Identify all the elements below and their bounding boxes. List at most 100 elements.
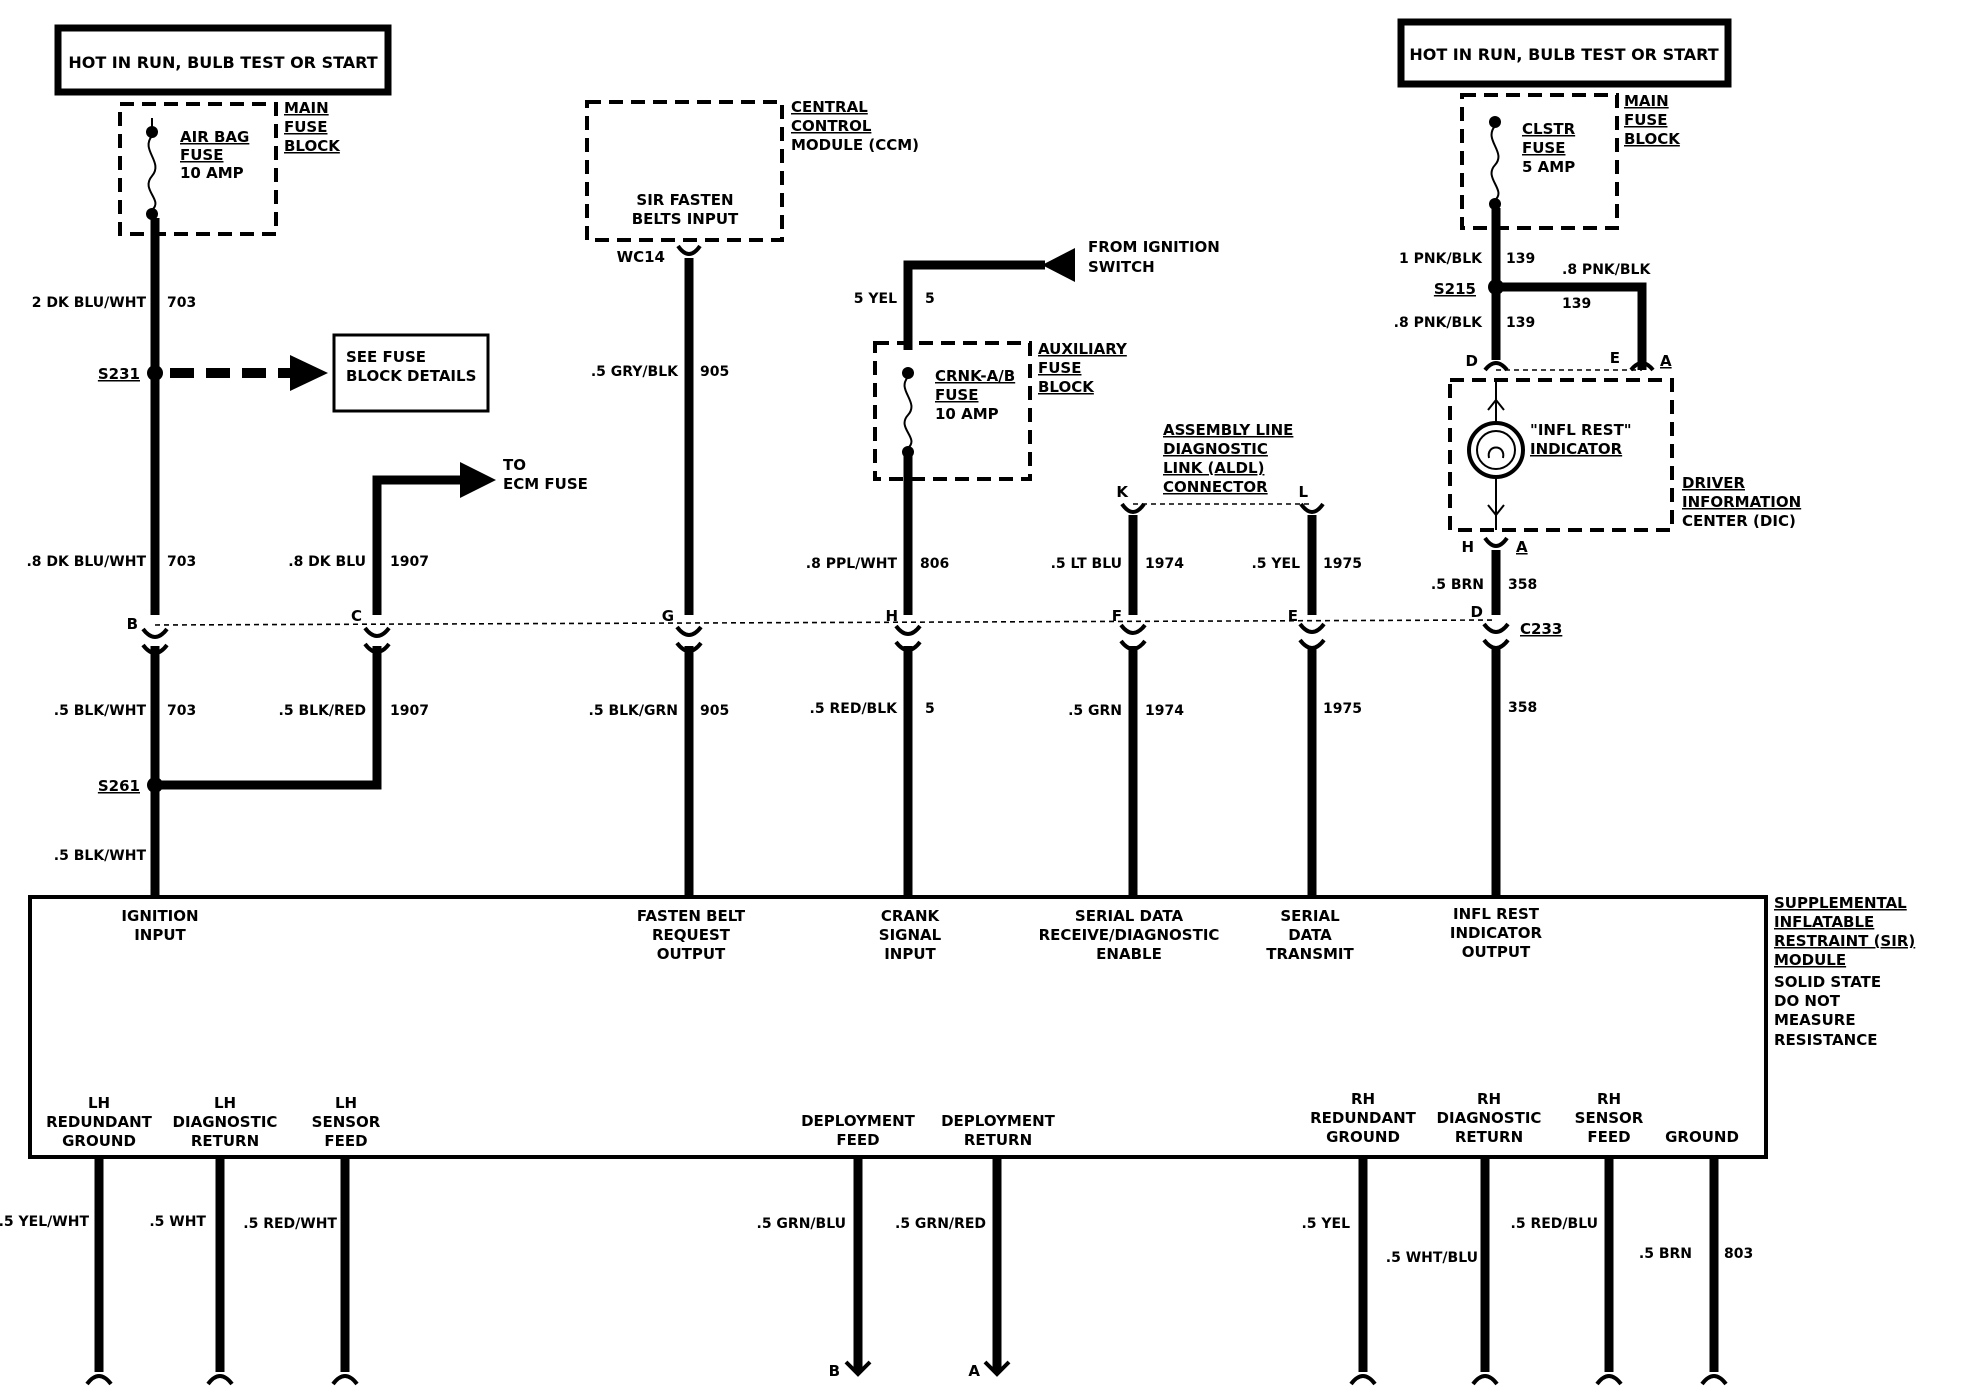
from-ignition-label-2: SWITCH (1088, 258, 1155, 276)
terminal-deployment-return-1: DEPLOYMENT (941, 1112, 1056, 1130)
terminal-serial-rx-2: RECEIVE/DIAGNOSTIC (1039, 926, 1220, 944)
terminal-infl-rest-1: INFL REST (1453, 905, 1540, 923)
wire-label-w19: .5 BRN (1431, 577, 1484, 593)
dic-label-2: INFORMATION (1682, 493, 1801, 511)
dic-box (1448, 378, 1674, 532)
bottom-connector-terminal (1349, 1374, 1377, 1386)
wire-circuit-w14: 1975 (1323, 556, 1362, 572)
terminal-lh-sensor-feed-2: SENSOR (312, 1113, 381, 1131)
indicator-label-2: INDICATOR (1530, 440, 1623, 458)
wire-label-w3: .5 BLK/WHT (54, 703, 147, 719)
terminal-infl-rest-2: INDICATOR (1450, 924, 1543, 942)
terminal-ignition-input-1: IGNITION (121, 907, 198, 925)
terminal-serial-rx-3: ENABLE (1096, 945, 1162, 963)
c233-pin-e: E (1288, 607, 1298, 625)
terminal-crank-signal-3: INPUT (884, 945, 936, 963)
bottom-wire-label-0: .5 YEL/WHT (0, 1214, 89, 1230)
terminal-fasten-belt-1: FASTEN BELT (637, 907, 746, 925)
bottom-wire-label-7: .5 RED/BLU (1511, 1216, 1598, 1232)
bottom-wire-label-6: .5 WHT/BLU (1386, 1250, 1478, 1266)
wire-circuit-w11: 5 (925, 701, 935, 717)
c233-terminals (141, 622, 1510, 655)
clstr-fuse-label-2: FUSE (1522, 139, 1565, 157)
wire-label-w5: .8 DK BLU (288, 554, 366, 570)
wire-circuit-w18: 139 (1506, 315, 1535, 331)
connector-c233-label: C233 (1520, 620, 1562, 638)
terminal-ignition-input-2: INPUT (134, 926, 186, 944)
splice-s231 (147, 365, 163, 381)
ccm-inner-1: SIR FASTEN (636, 191, 733, 209)
dic-pin-d-top: D (1466, 352, 1478, 370)
c233-terminal-upper (1482, 622, 1510, 634)
bottom-connector-terminal (1700, 1374, 1728, 1386)
wire-circuit-w13: 1974 (1145, 703, 1184, 719)
terminal-deployment-feed-1: DEPLOYMENT (801, 1112, 916, 1130)
wire-circuit-w1: 703 (167, 295, 196, 311)
main-fuse-block-left-label-2: FUSE (284, 118, 327, 136)
wire-circuit-w3: 703 (167, 703, 196, 719)
bottom-wire-circuit-803: 803 (1724, 1246, 1753, 1262)
c233-terminal-upper (1298, 622, 1326, 634)
main-fuse-block-left-label-1: MAIN (284, 99, 329, 117)
airbag-fuse-label-1: AIR BAG (180, 128, 249, 146)
terminal-serial-tx-1: SERIAL (1280, 907, 1340, 925)
c233-terminal-upper (363, 626, 391, 638)
sir-module-label-4: MODULE (1774, 951, 1846, 969)
airbag-fuse-label-2: FUSE (180, 146, 223, 164)
terminal-crank-signal-1: CRANK (881, 907, 941, 925)
ccm-pin-wc14: WC14 (617, 248, 665, 266)
c233-terminal-upper (1119, 623, 1147, 635)
dic-label-1: DRIVER (1682, 474, 1745, 492)
crnk-fuse-element-icon (903, 376, 913, 449)
wire-circuit-w10: 806 (920, 556, 949, 572)
crnk-fuse-terminal-top (902, 367, 914, 379)
wire-label-w12: .5 LT BLU (1051, 556, 1122, 572)
airbag-fuse-element-icon (147, 135, 157, 211)
crnk-fuse-terminal-bottom (902, 446, 914, 458)
sir-module-label-3: RESTRAINT (SIR) (1774, 932, 1915, 950)
c233-terminal-upper (894, 624, 922, 636)
sir-module-note-2: DO NOT (1774, 992, 1841, 1010)
circuit-1907-wire-upper (372, 475, 465, 615)
splice-s215-label: S215 (1434, 280, 1476, 298)
main-fuse-block-left-box (118, 102, 278, 236)
terminal-ground-1: GROUND (1665, 1128, 1739, 1146)
bottom-wires (85, 1159, 1728, 1386)
c233-terminal-upper (675, 625, 703, 637)
circuit-139-branch-wire (1500, 282, 1647, 370)
clstr-fuse-label-3: 5 AMP (1522, 158, 1575, 176)
wire-label-w18: .8 PNK/BLK (1394, 315, 1483, 331)
from-ignition-label-1: FROM IGNITION (1088, 238, 1220, 256)
terminal-lh-sensor-feed-3: FEED (324, 1132, 367, 1150)
sir-module-label-1: SUPPLEMENTAL (1774, 894, 1907, 912)
bottom-connector-terminal (1471, 1374, 1499, 1386)
wire-circuit-w2: 703 (167, 554, 196, 570)
terminal-lh-redundant-ground-2: REDUNDANT (46, 1113, 153, 1131)
main-fuse-block-right-label-2: FUSE (1624, 111, 1667, 129)
c233-pin-f: F (1112, 607, 1122, 625)
terminal-fasten-belt-2: REQUEST (652, 926, 731, 944)
c233-pin-d: D (1471, 603, 1483, 621)
wire-label-w9: 5 YEL (854, 291, 897, 307)
aux-fuse-block-label-3: BLOCK (1038, 378, 1095, 396)
aldl-label-2: DIAGNOSTIC (1163, 440, 1268, 458)
main-fuse-block-right-label-3: BLOCK (1624, 130, 1681, 148)
see-fuse-block-label-1: SEE FUSE (346, 348, 426, 366)
ccm-label-1: CENTRAL (791, 98, 868, 116)
terminal-rh-diagnostic-return-2: DIAGNOSTIC (1437, 1109, 1542, 1127)
terminal-serial-tx-2: DATA (1288, 926, 1332, 944)
dic-pin-h-bottom: H (1461, 538, 1474, 556)
terminal-deployment-return-2: RETURN (964, 1131, 1032, 1149)
terminal-rh-redundant-ground-2: REDUNDANT (1310, 1109, 1417, 1127)
splice-s231-label: S231 (98, 365, 140, 383)
dic-pin-a-top-terminal (1629, 361, 1655, 372)
aux-fuse-block-label-2: FUSE (1038, 359, 1081, 377)
crnk-fuse-label-3: 10 AMP (935, 405, 999, 423)
splice-s261 (147, 777, 163, 793)
wire-circuit-w6: 1907 (390, 703, 429, 719)
c233-pin-c: C (351, 607, 362, 625)
clstr-fuse-label-1: CLSTR (1522, 120, 1576, 138)
clstr-fuse-element-icon (1490, 125, 1500, 201)
terminal-infl-rest-3: OUTPUT (1462, 943, 1531, 961)
